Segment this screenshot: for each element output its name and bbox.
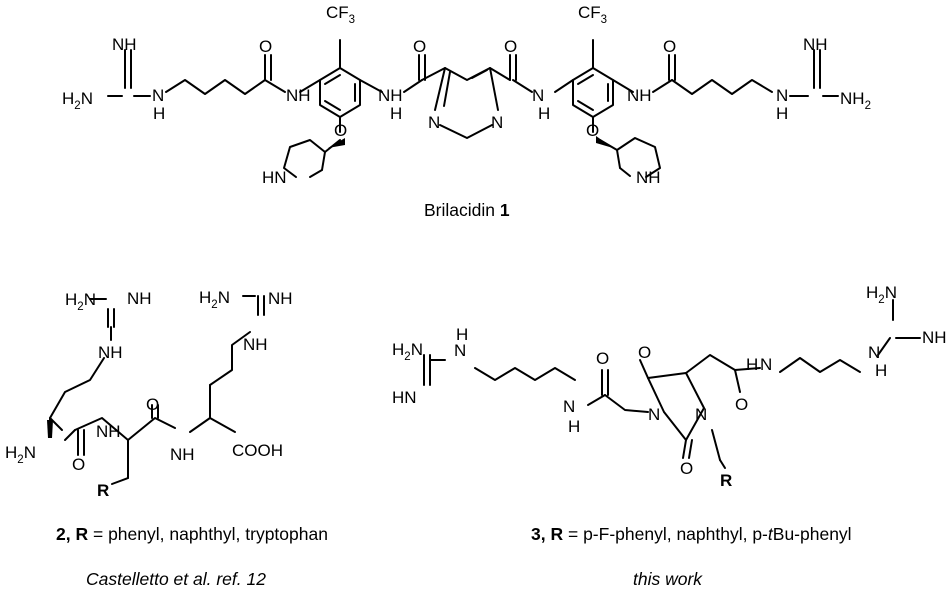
amide-nh-3a: N bbox=[563, 397, 575, 416]
compound-2-definition: 2, R = phenyl, naphthyl, tryptophan bbox=[56, 524, 328, 544]
imine-nh-top-right: NH bbox=[268, 289, 293, 308]
carbonyl-o-2b: O bbox=[146, 395, 159, 414]
compound-3-source: this work bbox=[633, 569, 703, 589]
pyrrolidine-nh-right: NH bbox=[636, 168, 661, 187]
h2n-top-3: H2N bbox=[866, 283, 897, 306]
amide-nh-2a: NH bbox=[96, 422, 121, 441]
compound-3-structure: H2N N H HN N H O N O N O R O N H N H H2N… bbox=[392, 283, 947, 589]
amide-nh-1: NH bbox=[286, 86, 311, 105]
ether-o-right: O bbox=[586, 121, 599, 140]
r-group-3: R bbox=[720, 471, 732, 490]
amine-h-left: H bbox=[153, 104, 165, 123]
pyrimidine-n-right: N bbox=[491, 113, 503, 132]
amide-h-3a: H bbox=[568, 417, 580, 436]
imine-nh-top-left: NH bbox=[127, 289, 152, 308]
carbonyl-o-3b: O bbox=[735, 395, 748, 414]
pyrrolidine-hn-left: HN bbox=[262, 168, 287, 187]
compound-2-source: Castelletto et al. ref. 12 bbox=[86, 569, 266, 589]
hn-imine-3: HN bbox=[392, 388, 417, 407]
carbonyl-o-4: O bbox=[663, 37, 676, 56]
ring-carbonyl-o-top: O bbox=[638, 343, 651, 362]
ring-n-right: N bbox=[695, 405, 707, 424]
ether-o-left: O bbox=[334, 121, 347, 140]
brilacidin-structure: NH H2N N H O NH CF3 O HN NH H O N N O N … bbox=[62, 3, 871, 220]
h2n-top-right: H2N bbox=[199, 288, 230, 311]
amide-n-2: NH bbox=[378, 86, 403, 105]
cooh: COOH bbox=[232, 441, 283, 460]
amide-h-3b: H bbox=[746, 355, 758, 374]
amide-h-2: H bbox=[390, 104, 402, 123]
nh-guanidine-left: NH bbox=[98, 343, 123, 362]
amine-nh2-right: NH2 bbox=[840, 89, 871, 112]
nh-guanidine-3: N bbox=[868, 343, 880, 362]
carbonyl-o-3: O bbox=[504, 37, 517, 56]
h2n-top-left: H2N bbox=[65, 290, 96, 313]
h2n-left-3: H2N bbox=[392, 340, 423, 363]
ring-carbonyl-o-bottom: O bbox=[680, 459, 693, 478]
amine-n-left: N bbox=[152, 86, 164, 105]
cf3-right: CF3 bbox=[578, 3, 607, 26]
h2n-alpha: H2N bbox=[5, 443, 36, 466]
compound-3-definition: 3, R = p-F-phenyl, naphthyl, p-tBu-pheny… bbox=[531, 524, 852, 544]
r-group-2: R bbox=[97, 481, 109, 500]
amide-nh-4: NH bbox=[627, 86, 652, 105]
amide-nh-3b: N bbox=[760, 355, 772, 374]
amide-n-3: N bbox=[532, 86, 544, 105]
nh-guanidine-right: NH bbox=[243, 335, 268, 354]
ring-n-left: N bbox=[648, 405, 660, 424]
carbonyl-o-1: O bbox=[259, 37, 272, 56]
amide-nh-2b: NH bbox=[170, 445, 195, 464]
imine-nh-left: NH bbox=[112, 35, 137, 54]
carbonyl-o-2a: O bbox=[72, 455, 85, 474]
h-left-3: H bbox=[456, 325, 468, 344]
imine-nh-right: NH bbox=[803, 35, 828, 54]
amine-h-right: H bbox=[776, 104, 788, 123]
cf3-left: CF3 bbox=[326, 3, 355, 26]
amide-h-3: H bbox=[538, 104, 550, 123]
carbonyl-o-3a: O bbox=[596, 349, 609, 368]
amine-n-right: N bbox=[776, 86, 788, 105]
nh-left-3: N bbox=[454, 341, 466, 360]
amine-h2n-left: H2N bbox=[62, 89, 93, 112]
carbonyl-o-2: O bbox=[413, 37, 426, 56]
compound-2-structure: H2N NH NH H2N O NH O NH COOH R H2N NH NH… bbox=[5, 288, 328, 589]
brilacidin-caption: Brilacidin 1 bbox=[424, 200, 510, 220]
pyrimidine-n-left: N bbox=[428, 113, 440, 132]
imine-nh-3: NH bbox=[922, 328, 947, 347]
h-guanidine-3: H bbox=[875, 361, 887, 380]
